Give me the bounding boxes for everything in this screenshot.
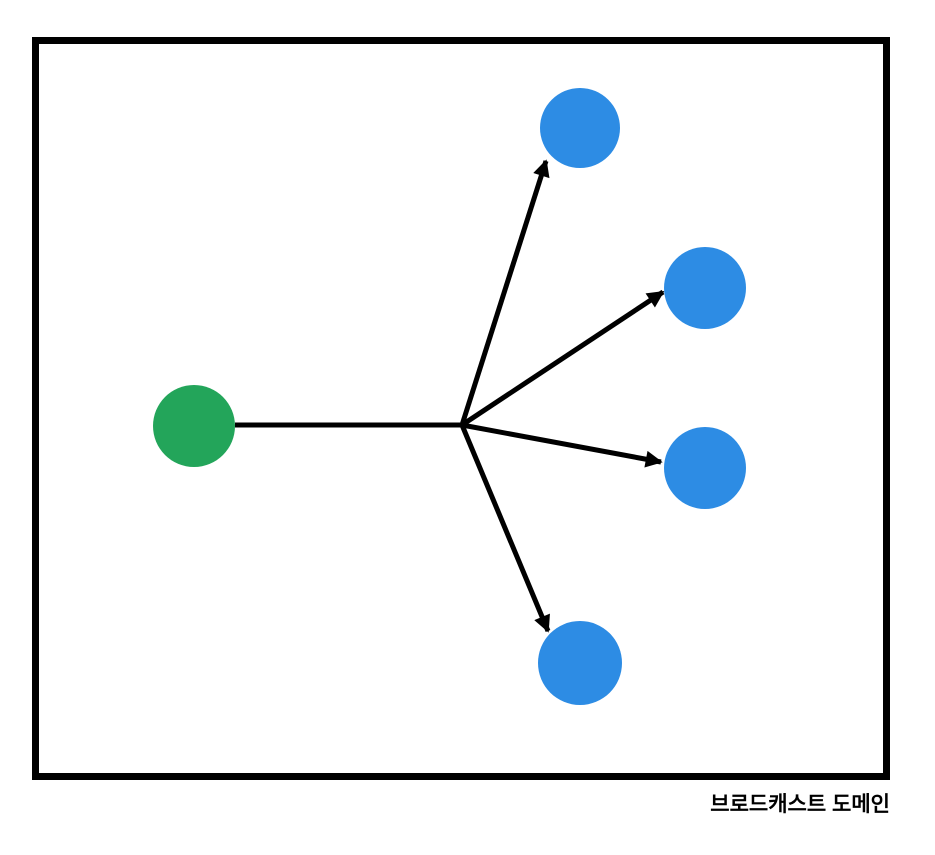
arrow-to-receiver-4: [459, 424, 551, 633]
arrow-to-receiver-1: [459, 159, 550, 426]
node-sender: [153, 385, 235, 467]
node-receiver-1: [540, 88, 620, 168]
node-receiver-4: [538, 621, 622, 705]
arrow-to-receiver-2: [460, 289, 665, 428]
node-receiver-2: [664, 247, 746, 329]
domain-boundary-box: [32, 37, 890, 780]
arrow-to-receiver-3: [461, 422, 663, 468]
diagram-caption: 브로드캐스트 도메인: [710, 793, 890, 816]
node-receiver-3: [664, 427, 746, 509]
